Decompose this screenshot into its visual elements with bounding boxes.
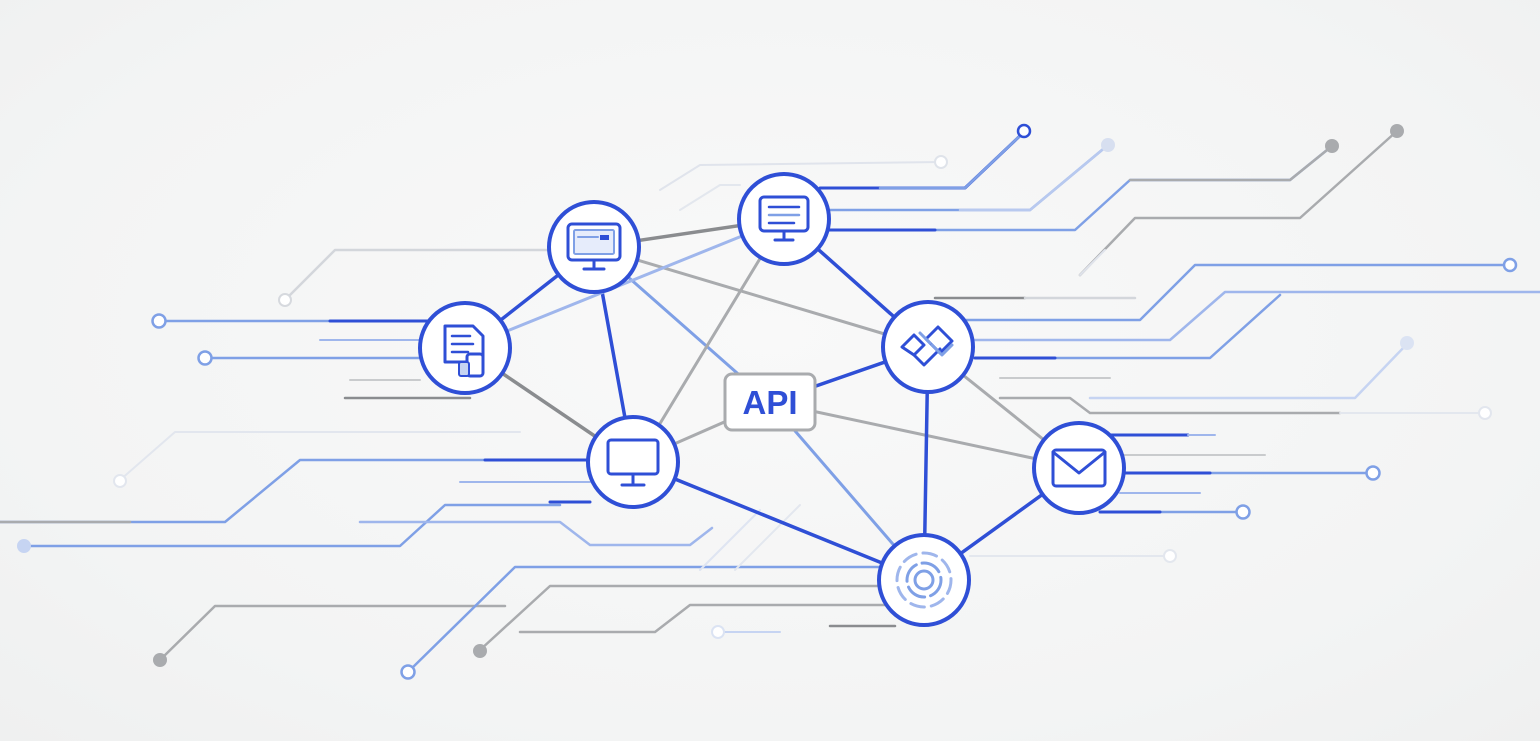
trace-endpoint <box>278 293 292 307</box>
trace-endpoint <box>197 350 213 366</box>
trace-endpoint <box>1325 139 1339 153</box>
trace-endpoint <box>151 313 167 329</box>
desktop-icon <box>606 438 660 487</box>
trace-endpoint <box>1390 124 1404 138</box>
circuit-trace <box>283 248 552 302</box>
monitor-list-icon <box>758 195 810 242</box>
circuit-trace <box>998 396 1342 415</box>
trace-endpoint <box>1365 465 1381 481</box>
circuit-trace <box>878 130 1026 190</box>
circuit-trace <box>679 184 741 211</box>
network-link <box>768 400 1081 470</box>
trace-endpoint <box>400 664 416 680</box>
trace-endpoint <box>17 539 31 553</box>
circuit-traces <box>0 129 1540 674</box>
circuit-trace <box>958 290 1540 342</box>
node-desktop <box>586 415 680 509</box>
circuit-trace <box>948 263 1512 322</box>
puzzle-check-icon <box>900 325 954 367</box>
circuit-trace <box>406 565 882 674</box>
trace-endpoints <box>17 123 1518 680</box>
circuit-trace <box>734 504 801 571</box>
network-link <box>592 245 930 349</box>
circuit-trace <box>0 458 592 524</box>
circuit-trace <box>1079 249 1106 276</box>
circuit-trace <box>119 431 521 481</box>
circuit-trace <box>1128 144 1334 182</box>
trace-endpoint <box>711 625 725 639</box>
circuit-trace <box>518 603 897 634</box>
trace-endpoint <box>1502 257 1518 273</box>
circuit-trace <box>158 604 507 662</box>
node-target <box>877 533 971 627</box>
circuit-trace <box>699 509 761 571</box>
circuit-trace <box>358 520 714 547</box>
trace-endpoint <box>113 474 127 488</box>
circuit-trace <box>1088 342 1409 400</box>
node-email <box>1032 421 1126 515</box>
trace-endpoint <box>1400 336 1414 350</box>
trace-endpoint <box>153 653 167 667</box>
envelope-icon <box>1051 448 1107 488</box>
node-monitor-dashboard <box>547 200 641 294</box>
network-link <box>631 460 926 582</box>
trace-endpoint <box>934 155 948 169</box>
monitor-dashboard-icon <box>566 222 622 271</box>
api-label: API <box>742 384 797 421</box>
trace-endpoint <box>1235 504 1251 520</box>
trace-endpoint <box>1101 138 1115 152</box>
target-icon <box>895 551 953 609</box>
circuit-trace <box>1078 129 1399 277</box>
node-monitor-list <box>737 172 831 266</box>
node-integration <box>881 300 975 394</box>
trace-endpoint <box>1016 123 1032 139</box>
trace-endpoint <box>1478 406 1492 420</box>
node-document-phone <box>418 301 512 395</box>
trace-endpoint <box>1163 549 1177 563</box>
circuit-trace <box>478 584 882 652</box>
circuit-trace <box>659 161 943 191</box>
network-link <box>463 217 786 350</box>
api-node: API <box>723 372 817 432</box>
document-phone-icon <box>443 324 485 378</box>
trace-endpoint <box>473 644 487 658</box>
circuit-trace <box>22 503 562 548</box>
circuit-trace <box>973 293 1282 360</box>
circuit-trace <box>958 143 1110 212</box>
circuit-trace <box>823 143 1110 212</box>
